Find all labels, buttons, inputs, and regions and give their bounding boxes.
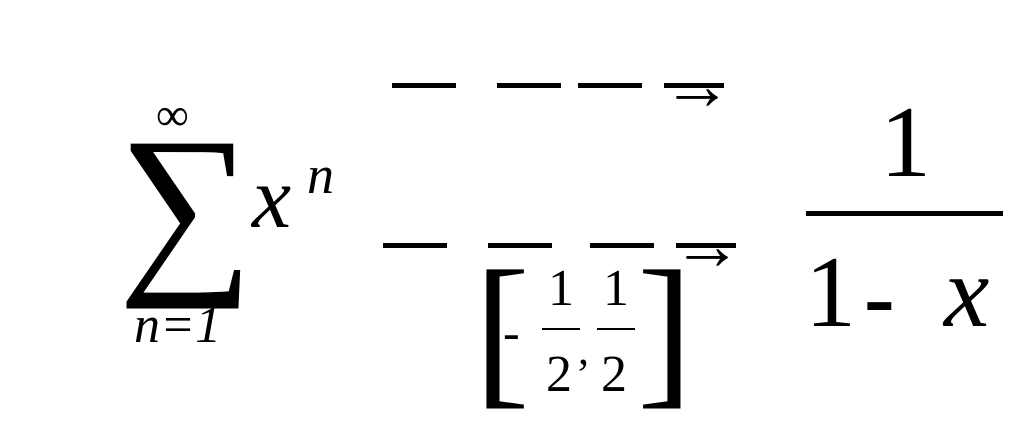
top-arrow-dash-2	[497, 83, 561, 88]
sum-lower-limit: n=1	[134, 297, 222, 354]
interval-right-bracket: ]	[637, 237, 693, 423]
interval-right-fraction-bar	[597, 328, 635, 330]
summation-sign: ∑	[118, 100, 254, 310]
interval-right-numerator: 1	[603, 260, 629, 317]
interval-left-fraction-bar	[542, 328, 580, 330]
interval-left-denominator: 2	[546, 346, 572, 403]
interval-left-bracket: [	[474, 237, 530, 423]
bottom-arrow-icon: →	[672, 208, 742, 285]
top-arrow-dash-3	[578, 83, 642, 88]
bottom-arrow-dash-1	[383, 243, 447, 248]
result-denominator-x: x	[944, 236, 990, 349]
term-base: x	[252, 150, 292, 247]
top-arrow-dash-4	[664, 83, 724, 88]
bottom-arrow-dash-3	[590, 243, 654, 248]
interval-comma: ,	[578, 325, 589, 374]
result-denominator-one: 1	[805, 236, 856, 349]
term-exponent: n	[307, 145, 334, 205]
top-arrow-dash-1	[392, 83, 456, 88]
bottom-arrow-dash-4	[676, 243, 736, 248]
sum-upper-limit: ∞	[156, 89, 189, 140]
result-denominator-minus: -	[864, 246, 895, 348]
bottom-arrow-dash-2	[488, 243, 552, 248]
interval-right-denominator: 2	[601, 346, 627, 403]
interval-minus: -	[503, 304, 520, 360]
top-arrow-icon: →	[662, 48, 732, 125]
interval-left-numerator: 1	[548, 260, 574, 317]
result-numerator: 1	[880, 86, 931, 199]
result-fraction-bar	[806, 211, 1003, 216]
